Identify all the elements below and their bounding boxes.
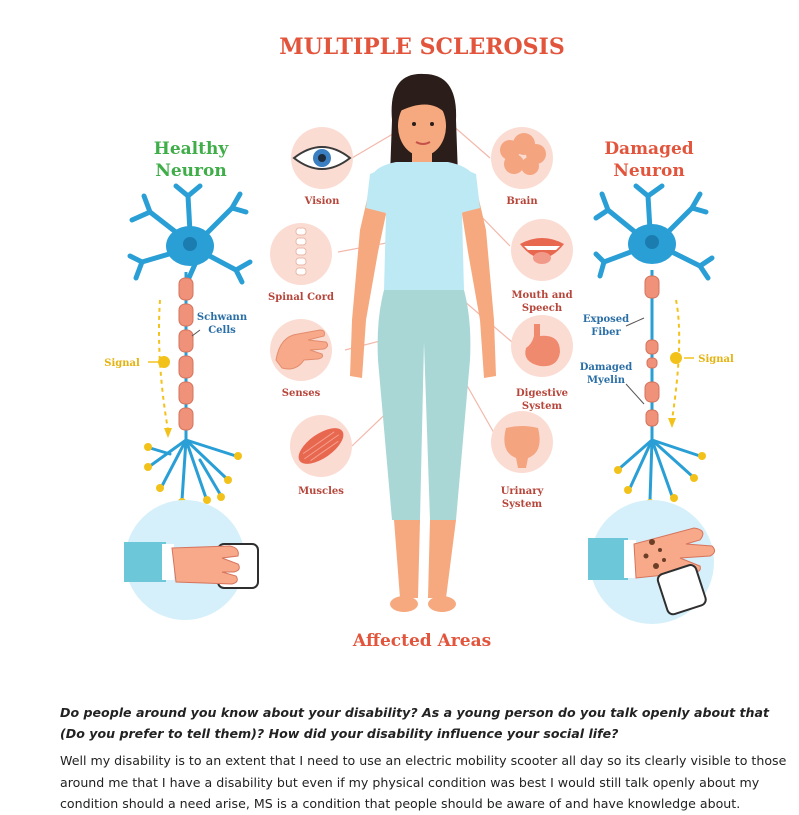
area-brain: Brain — [491, 127, 553, 207]
exposed-fiber-label: Exposed — [583, 314, 629, 325]
affected-areas-label: Affected Areas — [352, 631, 491, 651]
area-label: Muscles — [298, 486, 344, 497]
bladder-icon — [504, 426, 540, 468]
stomach-icon — [525, 324, 560, 367]
damaged-myelin-label: Damaged — [580, 362, 633, 373]
area-label: Mouth and — [511, 290, 572, 301]
area-mouth-speech: Mouth and Speech — [511, 219, 573, 314]
area-label: Senses — [282, 388, 321, 399]
brain-icon — [500, 133, 546, 175]
area-senses: Senses — [270, 319, 332, 399]
damaged-neuron-heading: Damaged — [604, 139, 693, 159]
area-vision: Vision — [291, 127, 353, 207]
area-label-2: System — [502, 499, 543, 510]
exposed-fiber-label-2: Fiber — [591, 327, 621, 338]
healthy-neuron: Signal Schwann Cells — [104, 183, 253, 506]
area-label-2: Speech — [522, 303, 563, 314]
schwann-cells-label-2: Cells — [208, 325, 236, 336]
damaged-neuron: Signal Exposed Fiber Damaged Myelin — [580, 183, 734, 507]
infographic-title: MULTIPLE SCLEROSIS — [279, 34, 564, 60]
area-label: Brain — [506, 196, 538, 207]
interview-question: Do people around you know about your dis… — [60, 705, 769, 741]
signal-label: Signal — [698, 354, 734, 365]
area-label: Spinal Cord — [268, 292, 334, 303]
schwann-cells-label: Schwann — [197, 312, 248, 323]
interview-answer: Well my disability is to an extent that … — [60, 753, 787, 811]
area-muscles: Muscles — [290, 415, 352, 497]
spine-icon — [295, 227, 307, 276]
damaged-hand-cup — [588, 500, 716, 624]
damaged-neuron-heading-2: Neuron — [613, 161, 684, 181]
area-digestive: Digestive System — [511, 315, 573, 412]
healthy-hand-cup — [124, 500, 259, 620]
area-spinal-cord: Spinal Cord — [268, 223, 334, 303]
area-label-2: System — [522, 401, 563, 412]
interview-article: Do people around you know about your dis… — [60, 702, 790, 815]
area-label: Urinary — [501, 486, 545, 497]
healthy-neuron-heading-2: Neuron — [155, 161, 226, 181]
mouth-icon — [520, 238, 564, 264]
area-label: Digestive — [516, 388, 568, 399]
signal-label: Signal — [104, 358, 140, 369]
woman-figure — [350, 73, 496, 612]
area-label: Vision — [304, 196, 340, 207]
healthy-neuron-heading: Healthy — [154, 139, 230, 159]
damaged-myelin-label-2: Myelin — [587, 375, 626, 386]
area-urinary: Urinary System — [491, 411, 553, 510]
hand-icon — [275, 329, 329, 370]
eye-icon — [292, 146, 352, 170]
ms-infographic: MULTIPLE SCLEROSIS Healthy Neuron Damage… — [104, 34, 734, 651]
